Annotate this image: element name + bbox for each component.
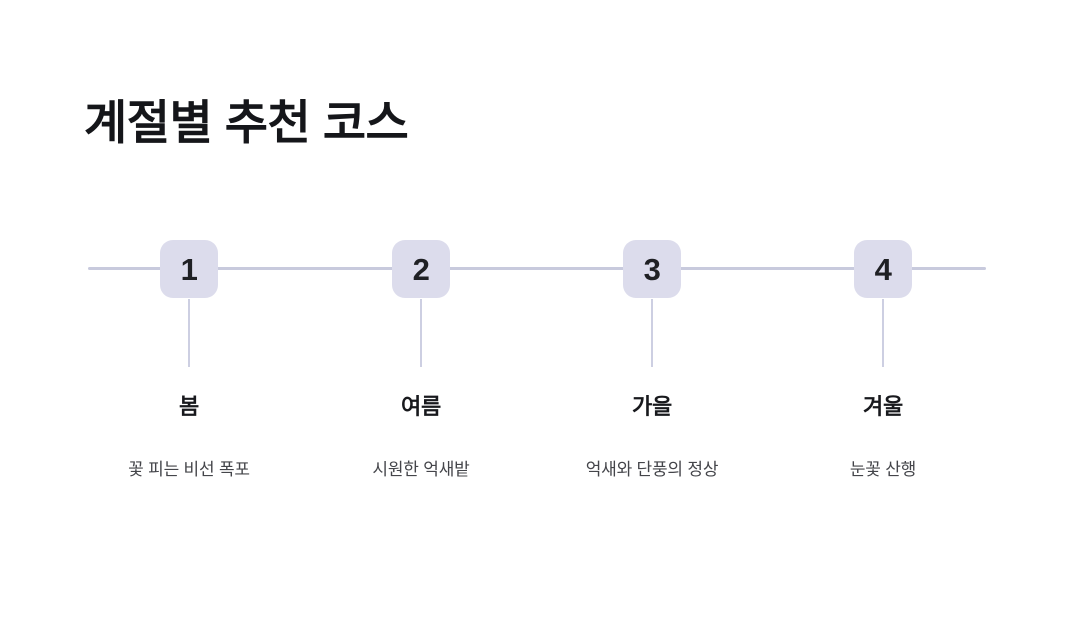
step-label-4: 겨울 <box>863 394 903 419</box>
step-node-1[interactable]: 1 <box>160 240 218 298</box>
step-description-1: 꽃 피는 비선 폭포 <box>128 460 250 479</box>
timeline-step-4[interactable]: 4 겨울 눈꽃 산행 <box>773 0 993 636</box>
step-stem-3 <box>651 299 653 367</box>
step-number-2: 2 <box>412 251 430 287</box>
step-description-2: 시원한 억새밭 <box>372 460 470 479</box>
step-number-1: 1 <box>180 251 198 287</box>
step-node-4[interactable]: 4 <box>854 240 912 298</box>
step-stem-4 <box>882 299 884 367</box>
timeline-step-2[interactable]: 2 여름 시원한 억새밭 <box>311 0 531 636</box>
step-description-4: 눈꽃 산행 <box>849 460 917 479</box>
timeline-axis-line <box>88 267 986 270</box>
timeline-step-1[interactable]: 1 봄 꽃 피는 비선 폭포 <box>79 0 299 636</box>
step-description-3: 억새와 단풍의 정상 <box>585 460 719 479</box>
step-stem-2 <box>420 299 422 367</box>
step-label-3: 가을 <box>632 394 672 419</box>
step-number-3: 3 <box>643 251 661 287</box>
step-label-1: 봄 <box>179 394 199 419</box>
step-number-4: 4 <box>874 251 892 287</box>
timeline-step-3[interactable]: 3 가을 억새와 단풍의 정상 <box>542 0 762 636</box>
step-label-2: 여름 <box>401 394 441 419</box>
step-node-2[interactable]: 2 <box>392 240 450 298</box>
page-title: 계절별 추천 코스 <box>84 96 409 149</box>
step-node-3[interactable]: 3 <box>623 240 681 298</box>
step-stem-1 <box>188 299 190 367</box>
